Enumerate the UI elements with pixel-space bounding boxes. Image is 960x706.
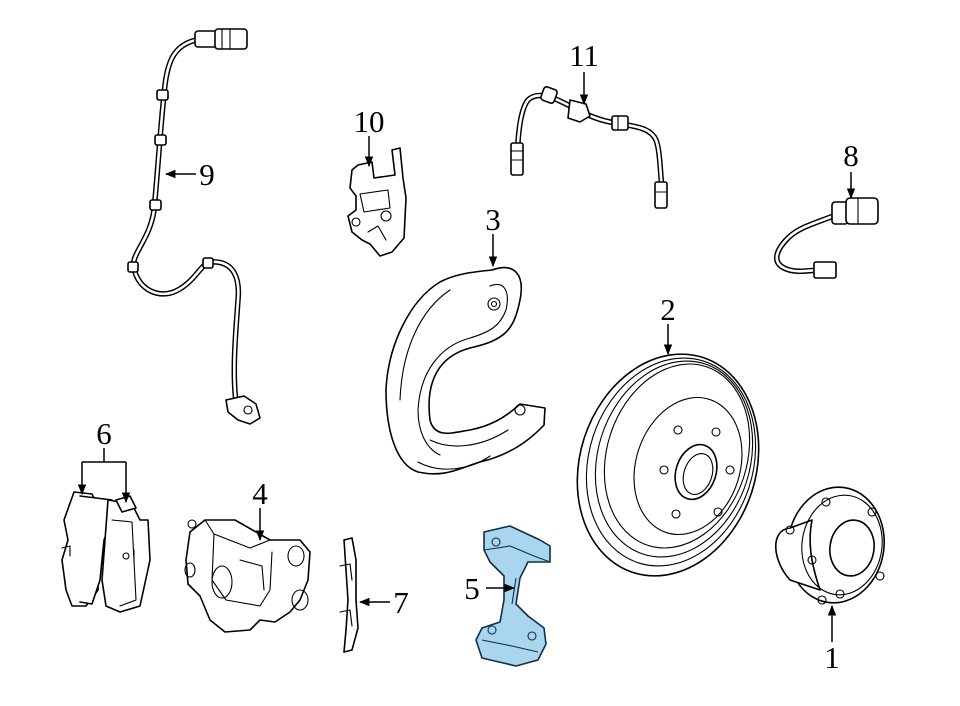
part-6-brake-pads[interactable] — [61, 491, 151, 613]
part-3-splash-shield[interactable] — [385, 266, 546, 475]
callout-7[interactable]: 7 — [393, 585, 409, 620]
part-2-brake-rotor[interactable] — [549, 330, 786, 599]
callout-6[interactable]: 6 — [96, 416, 112, 451]
part-7-anti-rattle-clip[interactable] — [339, 537, 359, 653]
callout-8[interactable]: 8 — [843, 138, 859, 173]
part-5-caliper-support-bracket[interactable] — [475, 525, 551, 667]
part-8-pad-wear-sensor[interactable] — [774, 197, 879, 279]
callout-2[interactable]: 2 — [660, 292, 676, 327]
callout-5[interactable]: 5 — [464, 571, 480, 606]
part-9-wheel-speed-sensor[interactable] — [127, 28, 261, 425]
callout-11[interactable]: 11 — [569, 38, 599, 73]
callout-9[interactable]: 9 — [199, 157, 215, 192]
callout-4[interactable]: 4 — [252, 476, 268, 511]
part-10-bracket[interactable] — [347, 147, 407, 257]
part-1-wheel-hub[interactable] — [775, 481, 892, 609]
part-11-brake-hose[interactable] — [510, 86, 668, 209]
leader-lines — [77, 72, 856, 642]
callout-numbers: 1 2 3 4 5 6 7 8 9 10 11 — [96, 38, 859, 675]
callout-1[interactable]: 1 — [824, 640, 840, 675]
part-4-brake-caliper[interactable] — [184, 519, 311, 633]
callout-3[interactable]: 3 — [485, 202, 501, 237]
callout-10[interactable]: 10 — [354, 104, 385, 139]
